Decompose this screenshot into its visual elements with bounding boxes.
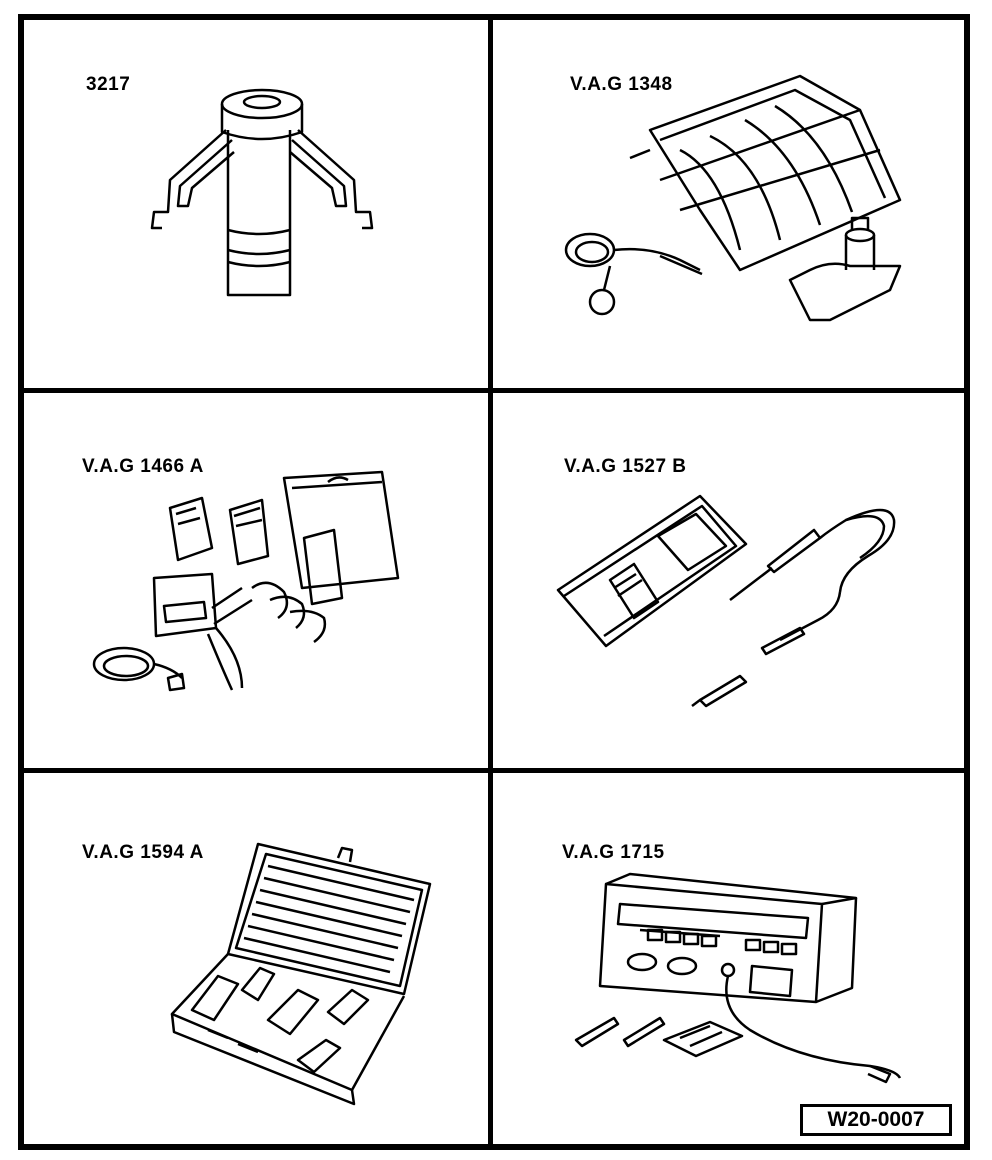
grid-divider-vertical — [488, 14, 493, 1150]
test-box-kit-icon — [92, 468, 412, 698]
voltage-tester-icon — [550, 480, 910, 720]
figure-frame — [18, 14, 970, 1150]
tool-label-vag-1527-b: V.A.G 1527 B — [564, 456, 687, 477]
tool-label-vag-1466-a: V.A.G 1466 A — [82, 456, 204, 477]
remote-control-tool-icon — [560, 70, 910, 330]
puller-tool-icon — [140, 80, 390, 300]
tool-label-3217: 3217 — [86, 74, 131, 95]
figure-code: W20-0007 — [800, 1104, 952, 1136]
grid-divider-row-2 — [18, 768, 970, 773]
tool-label-vag-1348: V.A.G 1348 — [570, 74, 673, 95]
grid-divider-row-1 — [18, 388, 970, 393]
multimeter-icon — [570, 870, 910, 1090]
tool-label-vag-1594-a: V.A.G 1594 A — [82, 842, 204, 863]
tool-label-vag-1715: V.A.G 1715 — [562, 842, 665, 863]
adapter-case-icon — [168, 840, 438, 1100]
